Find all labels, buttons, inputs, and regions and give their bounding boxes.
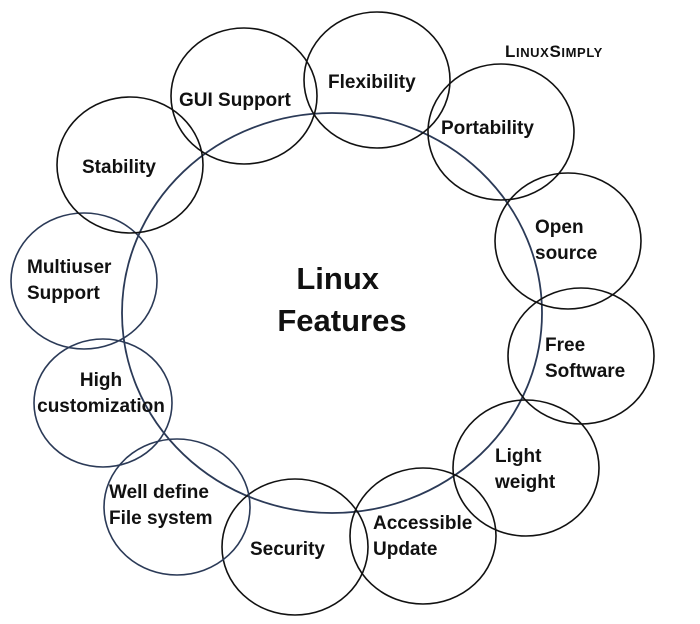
feature-circle bbox=[303, 11, 451, 149]
center-title-line-2: Features bbox=[277, 303, 406, 338]
brand-logo: LINUXSIMPLY bbox=[505, 42, 603, 61]
feature-label-line: source bbox=[535, 243, 597, 264]
feature-label-line: Software bbox=[545, 361, 625, 382]
feature-label: Stability bbox=[82, 157, 156, 178]
feature-circle bbox=[10, 212, 158, 350]
center-circle bbox=[121, 112, 543, 514]
brand-logo-part: S bbox=[549, 42, 561, 61]
center-title-line-1: Linux bbox=[296, 261, 379, 296]
feature-circle bbox=[103, 438, 251, 576]
feature-circle bbox=[452, 399, 600, 537]
feature-label: High customization bbox=[37, 370, 165, 417]
feature-label: Security bbox=[250, 539, 325, 560]
feature-circle bbox=[170, 27, 318, 165]
feature-label-line: Multiuser bbox=[27, 257, 112, 278]
feature-label-line: High bbox=[80, 370, 122, 391]
feature-circle bbox=[349, 467, 497, 605]
feature-circle bbox=[33, 338, 173, 468]
feature-label: Portability bbox=[441, 118, 534, 139]
feature-label-line: Free bbox=[545, 335, 585, 356]
feature-label-line: Accessible bbox=[373, 513, 472, 534]
feature-label-line: Open bbox=[535, 217, 584, 238]
feature-label: Flexibility bbox=[328, 72, 416, 93]
feature-label-line: Flexibility bbox=[328, 72, 416, 93]
feature-label: Open source bbox=[535, 217, 597, 264]
feature-label-line: weight bbox=[494, 472, 556, 493]
feature-label-line: Support bbox=[27, 283, 100, 304]
feature-label-line: Security bbox=[250, 539, 325, 560]
feature-circle bbox=[427, 63, 575, 201]
feature-label-line: Light bbox=[495, 446, 542, 467]
feature-label: GUI Support bbox=[179, 90, 292, 111]
center-title: Linux Features bbox=[277, 261, 406, 338]
brand-logo-part: IMPLY bbox=[561, 45, 603, 60]
feature-label-line: Stability bbox=[82, 157, 156, 178]
feature-label-line: File system bbox=[109, 508, 213, 529]
feature-label: Light weight bbox=[494, 446, 556, 493]
feature-label-line: customization bbox=[37, 396, 165, 417]
brand-logo-part: L bbox=[505, 42, 516, 61]
feature-circle bbox=[56, 96, 204, 234]
feature-circle bbox=[221, 478, 369, 616]
feature-label-line: Portability bbox=[441, 118, 534, 139]
feature-circle bbox=[494, 172, 642, 310]
feature-label-line: Well define bbox=[109, 482, 209, 503]
feature-label-line: GUI Support bbox=[179, 90, 292, 111]
feature-label-line: Update bbox=[373, 539, 437, 560]
brand-logo-part: INUX bbox=[516, 45, 549, 60]
